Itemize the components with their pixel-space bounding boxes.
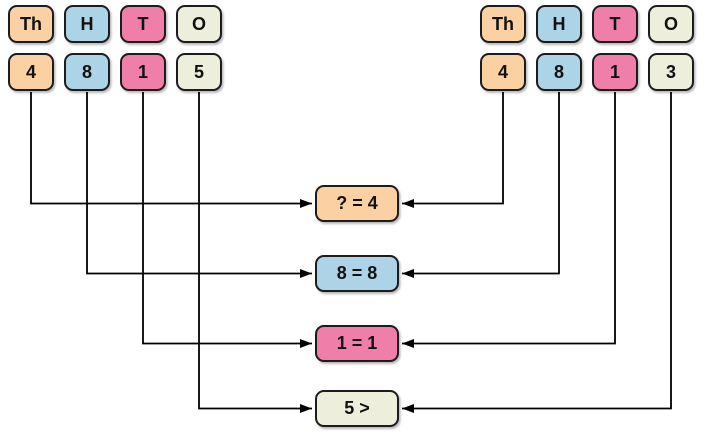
arrow-right-hundreds [402,92,560,278]
left-header-ones: O [176,5,222,43]
left-header-hundreds: H [64,5,110,43]
left-digit-hundreds: 8 [64,53,110,91]
right-digit-tens: 1 [592,53,638,91]
right-digit-thousands: 4 [480,53,526,91]
right-digit-hundreds: 8 [536,53,582,91]
arrow-left-tens [142,92,312,348]
arrow-right-thousands [402,92,504,208]
right-digit-ones: 3 [648,53,694,91]
arrow-left-thousands [30,92,312,208]
arrow-left-hundreds [86,92,312,278]
left-digit-thousands: 4 [8,53,54,91]
arrow-left-ones [198,92,312,413]
left-header-tens: T [120,5,166,43]
comparison-ones: 5 > [315,390,399,427]
right-header-thousands: Th [480,5,526,43]
comparison-hundreds: 8 = 8 [315,255,399,292]
right-header-tens: T [592,5,638,43]
arrow-right-ones [402,92,672,413]
left-digit-ones: 5 [176,53,222,91]
comparison-tens: 1 = 1 [315,325,399,362]
arrow-right-tens [402,92,616,348]
left-header-thousands: Th [8,5,54,43]
comparison-thousands: ? = 4 [315,185,399,222]
right-header-hundreds: H [536,5,582,43]
right-header-ones: O [648,5,694,43]
left-digit-tens: 1 [120,53,166,91]
